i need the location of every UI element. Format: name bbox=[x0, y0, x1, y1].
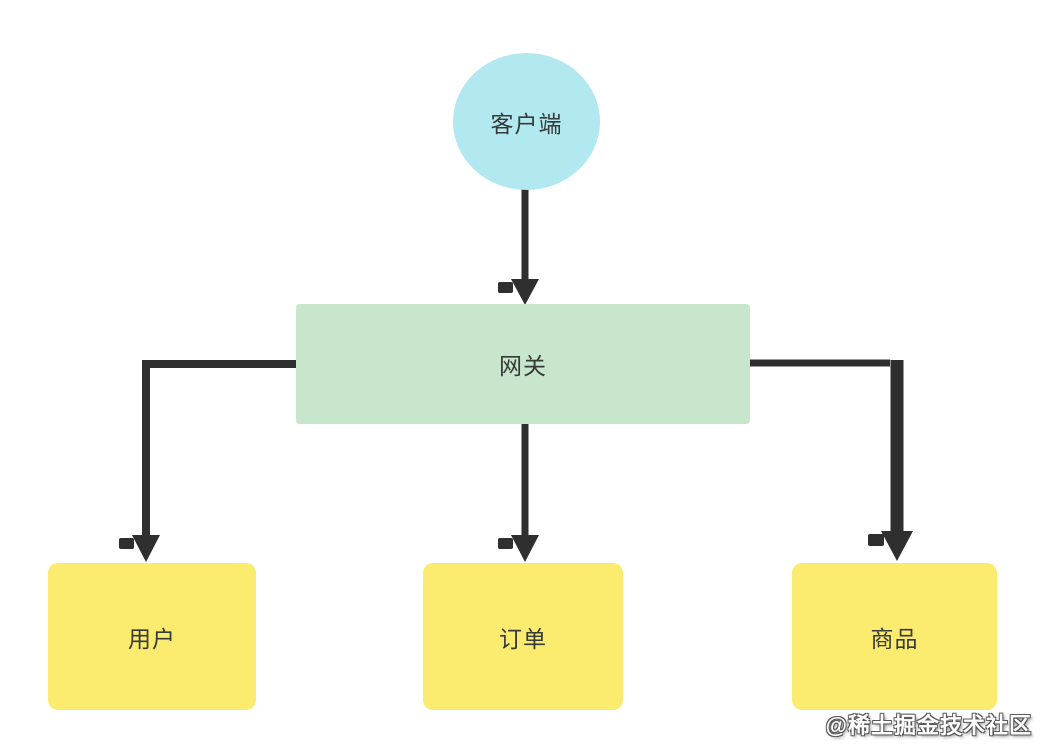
node-gateway: 网关 bbox=[296, 304, 750, 424]
arrowhead-tab bbox=[498, 282, 513, 293]
arrowhead-tab bbox=[868, 534, 884, 546]
arrowhead-gateway-user bbox=[132, 535, 160, 562]
node-order: 订单 bbox=[423, 563, 623, 710]
edge-gateway-to-user bbox=[142, 360, 296, 540]
arrowhead-gateway-product bbox=[881, 531, 913, 561]
arrowhead-gateway-order bbox=[511, 535, 539, 562]
arrowhead-tab bbox=[119, 538, 134, 549]
node-product: 商品 bbox=[792, 563, 997, 710]
node-client-label: 客户端 bbox=[490, 110, 563, 137]
watermark: @稀土掘金技术社区 bbox=[825, 713, 1032, 738]
node-gateway-label: 网关 bbox=[499, 353, 547, 379]
arrowhead-tab bbox=[498, 538, 513, 549]
node-user-label: 用户 bbox=[128, 625, 176, 652]
arrowhead-client-gateway bbox=[511, 279, 539, 305]
node-order-label: 订单 bbox=[499, 625, 547, 652]
node-client: 客户端 bbox=[453, 53, 600, 190]
node-user: 用户 bbox=[48, 563, 256, 710]
node-product-label: 商品 bbox=[870, 625, 919, 652]
